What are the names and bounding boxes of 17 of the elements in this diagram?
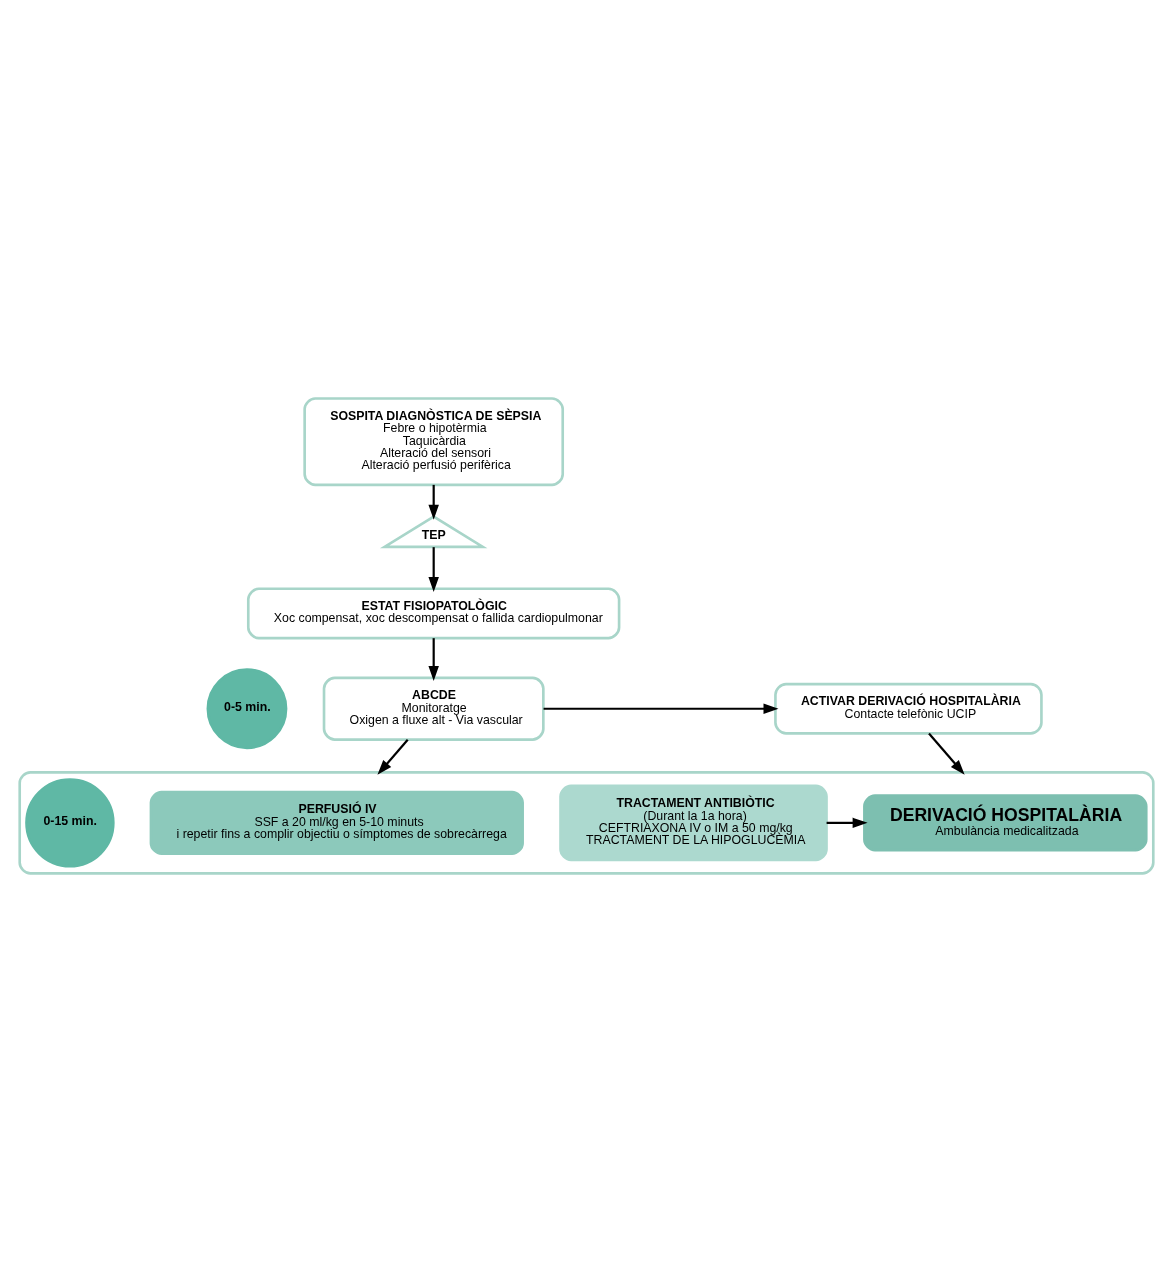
node-circle: 0-5 min.	[206, 667, 288, 749]
arrow	[826, 817, 868, 828]
arrow	[377, 738, 409, 775]
node-box: ABCDE Monitoratge Oxigen a fluxe alt - Via vascular	[322, 676, 545, 741]
node-circle: 0-15 min.	[25, 777, 115, 868]
node-box: TRACTAMENT ANTIBIÒTIC (Durant la 1a hora) CEFTRIAXONA IV o IM a 50 mg/kg TRACTAMENT DE LA HIPOGLUCÈMIA	[559, 784, 828, 861]
arrow	[428, 484, 439, 520]
cluster	[18, 770, 1155, 875]
arrow	[428, 637, 439, 681]
arrow	[428, 546, 439, 592]
arrow	[928, 732, 965, 775]
node-box: SOSPITA DIAGNÒSTICA DE SÈPSIA Febre o hipotèrmia Taquicàrdia Alteració del sensori Alteració perfusió perifèrica	[303, 396, 565, 486]
arrow	[543, 702, 779, 714]
node-box: DERIVACIÓ HOSPITALÀRIA Ambulància medicalitzada	[863, 793, 1148, 851]
node-box: ESTAT FISIOPATOLÒGIC Xoc compensat, xoc descompensat o fallida cardiopulmonar	[246, 586, 621, 639]
node-box: ACTIVAR DERIVACIÓ HOSPITALÀRIA Contacte telefònic UCIP	[774, 682, 1043, 735]
node-box: PERFUSIÓ IV SSF a 20 ml/kg en 5-10 minuts i repetir fins a complir objectiu o símptomes de sobrecàrrega	[149, 790, 524, 855]
